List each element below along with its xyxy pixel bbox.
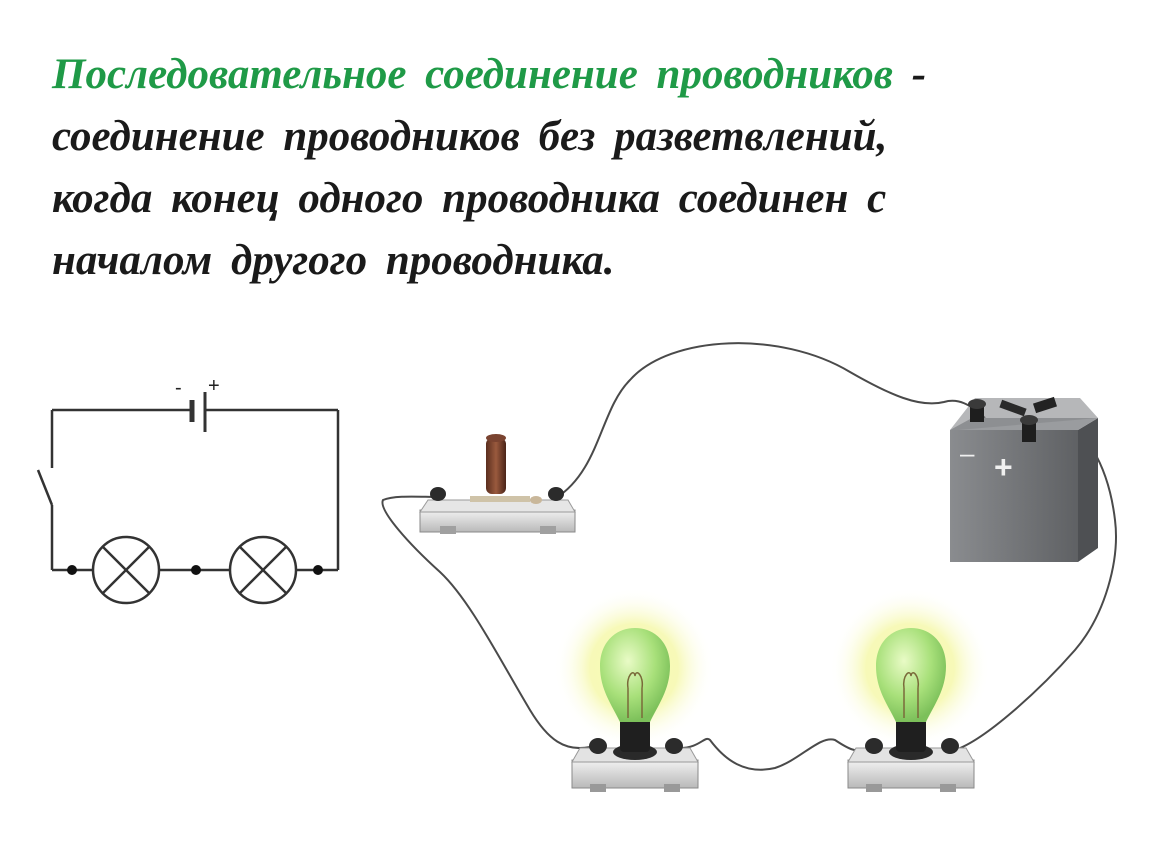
junction-dot-2 (191, 565, 201, 575)
definition-line-1: Последовательное соединение проводников … (52, 44, 1112, 106)
circuit-wires (381, 342, 1117, 771)
battery-minus-label: – (960, 438, 975, 468)
wire-lamp1-to-lamp2 (679, 737, 871, 771)
lamp-1[interactable] (554, 588, 714, 792)
wire-switch-to-battery (555, 342, 986, 499)
knife-switch[interactable] (419, 434, 576, 534)
switch-terminal-right (548, 487, 564, 501)
definition-line-3: когда конец одного проводника соединен с (52, 175, 887, 222)
schematic-junction-dots (67, 565, 323, 575)
circuit-schematic (36, 392, 340, 605)
wire-switch-to-lamp1 (381, 495, 591, 749)
battery-terminals (968, 396, 1058, 442)
definition-term: Последовательное соединение проводников (52, 51, 894, 98)
lamp-2-base (847, 759, 975, 789)
wire-lamp2-to-battery (954, 449, 1117, 751)
battery-plus-label: + (994, 449, 1013, 485)
schematic-lamp-1 (91, 535, 161, 605)
definition-line-4: началом другого проводника. (52, 237, 615, 284)
schematic-minus-label: - (175, 377, 182, 399)
switch-terminal-left (430, 487, 446, 501)
definition-line-2: соединение проводников без разветвлений, (52, 113, 888, 160)
schematic-switch-lever (36, 469, 54, 506)
junction-dot-1 (67, 565, 77, 575)
battery-device[interactable]: – + (950, 396, 1098, 562)
switch-handle[interactable] (486, 438, 506, 494)
definition-dash: - (893, 51, 927, 98)
schematic-plus-label: + (208, 375, 220, 397)
lamp-2[interactable] (830, 588, 990, 792)
lamp-1-base (571, 759, 699, 789)
junction-dot-3 (313, 565, 323, 575)
schematic-lamp-2 (228, 535, 298, 605)
definition-text: Последовательное соединение проводников … (52, 44, 1112, 292)
